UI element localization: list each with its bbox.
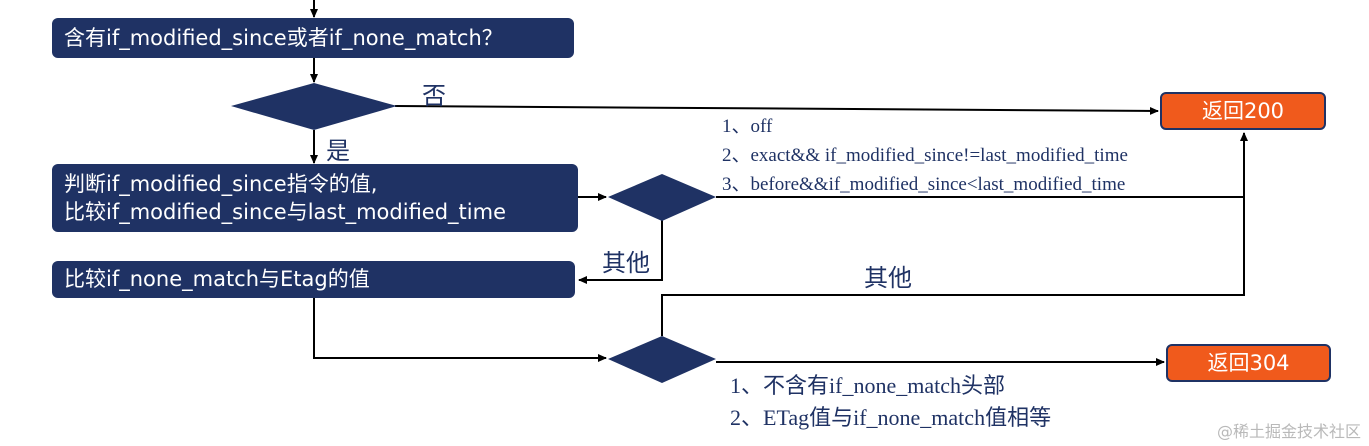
conditions-return-304: 1、不含有if_none_match头部 2、ETag值与if_none_mat…	[730, 370, 1051, 434]
return-304-label: 返回304	[1207, 351, 1290, 375]
judge-modified-since-box: 判断if_modified_since指令的值, 比较if_modified_s…	[52, 164, 578, 232]
conditions-return-200: 1、off 2、exact&& if_modified_since!=last_…	[722, 112, 1128, 199]
label-other-decision3: 其他	[864, 264, 912, 292]
connector-no-to-return200	[394, 105, 1159, 115]
watermark: @稀土掘金技术社区	[1216, 422, 1361, 441]
compare-etag-box: 比较if_none_match与Etag的值	[52, 261, 575, 298]
return-200-box: 返回200	[1160, 92, 1326, 130]
decision-none-match	[608, 336, 716, 383]
judge-line2: 比较if_modified_since与last_modified_time	[64, 200, 506, 224]
check-headers-label: 含有if_modified_since或者if_none_match？	[64, 26, 503, 50]
decision-modified-since	[608, 174, 716, 221]
return-304-box: 返回304	[1166, 344, 1331, 382]
connector-compare-to-decision3	[313, 298, 607, 362]
decision-has-headers	[231, 83, 397, 130]
condition-304-item: 2、ETag值与if_none_match值相等	[730, 405, 1052, 430]
connector-decision3-other-to-return200	[661, 197, 1245, 336]
condition-200-item: 3、before&&if_modified_since<last_modifie…	[722, 174, 1126, 195]
judge-line1: 判断if_modified_since指令的值,	[64, 172, 378, 196]
connector-decision2-other-to-compare	[578, 220, 663, 284]
check-headers-box: 含有if_modified_since或者if_none_match？	[52, 18, 574, 58]
condition-304-item: 1、不含有if_none_match头部	[730, 373, 1005, 398]
condition-200-item: 2、exact&& if_modified_since!=last_modifi…	[722, 145, 1128, 166]
label-no: 否	[422, 82, 446, 110]
return-200-label: 返回200	[1201, 99, 1285, 123]
condition-200-item: 1、off	[722, 116, 773, 137]
label-yes: 是	[326, 137, 350, 165]
label-other-decision2: 其他	[602, 249, 650, 277]
compare-etag-label: 比较if_none_match与Etag的值	[64, 267, 370, 291]
